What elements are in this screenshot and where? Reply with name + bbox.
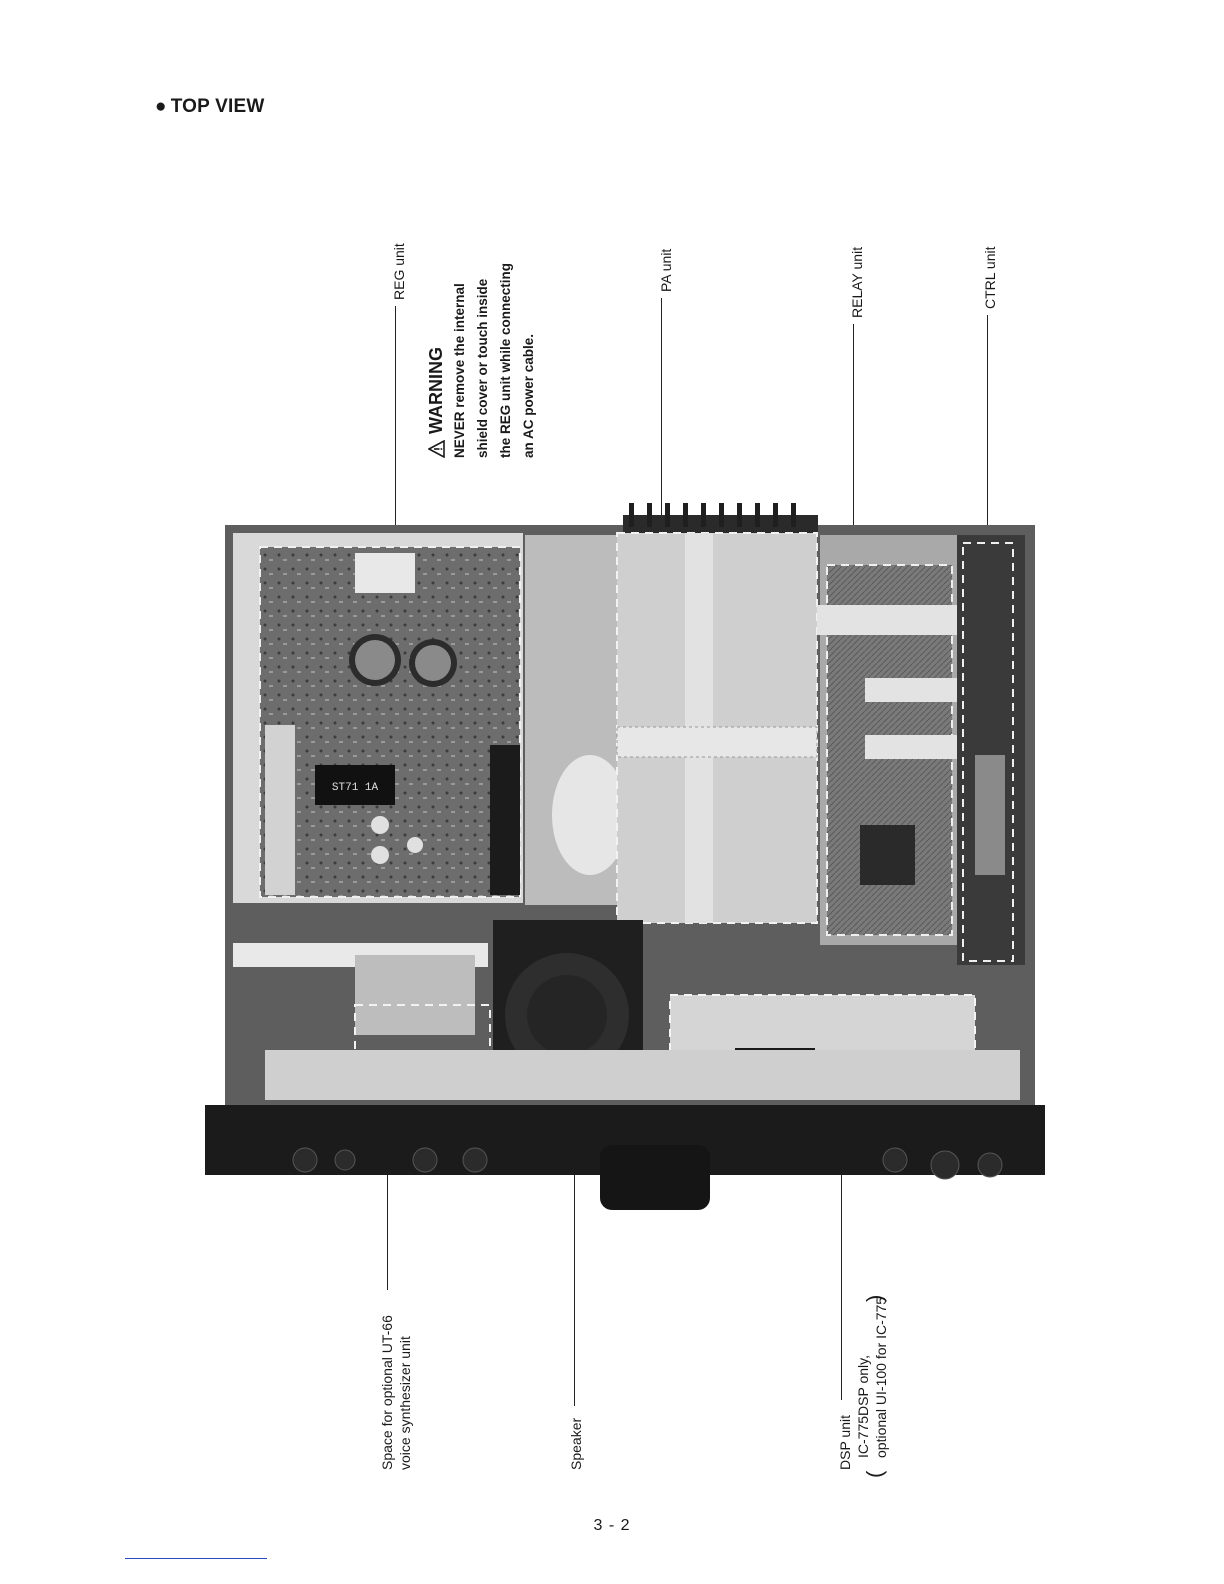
transformer-marking: ST71 1A — [332, 782, 379, 794]
callout-dsp-line3: optional UI-100 for IC-775 — [872, 1297, 890, 1458]
callout-dsp-line2: IC-775DSP only, — [854, 1355, 872, 1458]
section-title: ●TOP VIEW — [155, 96, 265, 118]
warning-title: WARNING — [424, 347, 448, 434]
callout-speaker: Speaker — [567, 1418, 585, 1470]
page-number: 3 - 2 — [0, 1517, 1224, 1535]
bullet-icon: ● — [155, 96, 167, 117]
dsp-paren-close: ) — [866, 1295, 884, 1302]
pa-heatsink — [623, 503, 818, 533]
callout-relay-unit: RELAY unit — [848, 247, 866, 318]
warning-line-2: shield cover or touch inside — [471, 263, 494, 458]
warning-line-3: the REG unit while connecting — [494, 263, 517, 458]
callout-pa-unit: PA unit — [657, 249, 675, 292]
warning-block: WARNING NEVER remove the internal shield… — [424, 263, 540, 458]
callout-dsp-line1: DSP unit — [836, 1415, 854, 1470]
footer-rule — [125, 1558, 267, 1559]
warning-line-1: NEVER remove the internal — [448, 263, 471, 458]
warning-line-4: an AC power cable. — [517, 263, 540, 458]
callout-voice-synth-line2: voice synthesizer unit — [396, 1336, 414, 1470]
section-title-text: TOP VIEW — [171, 96, 265, 117]
callout-ctrl-unit: CTRL unit — [981, 246, 999, 309]
dsp-paren-open: ( — [866, 1471, 884, 1478]
callout-reg-unit: REG unit — [390, 243, 408, 300]
warning-triangle-icon — [428, 440, 445, 458]
radio-chassis-photo: ST71 1A — [205, 495, 1045, 1215]
callout-voice-synth-line1: Space for optional UT-66 — [378, 1315, 396, 1470]
